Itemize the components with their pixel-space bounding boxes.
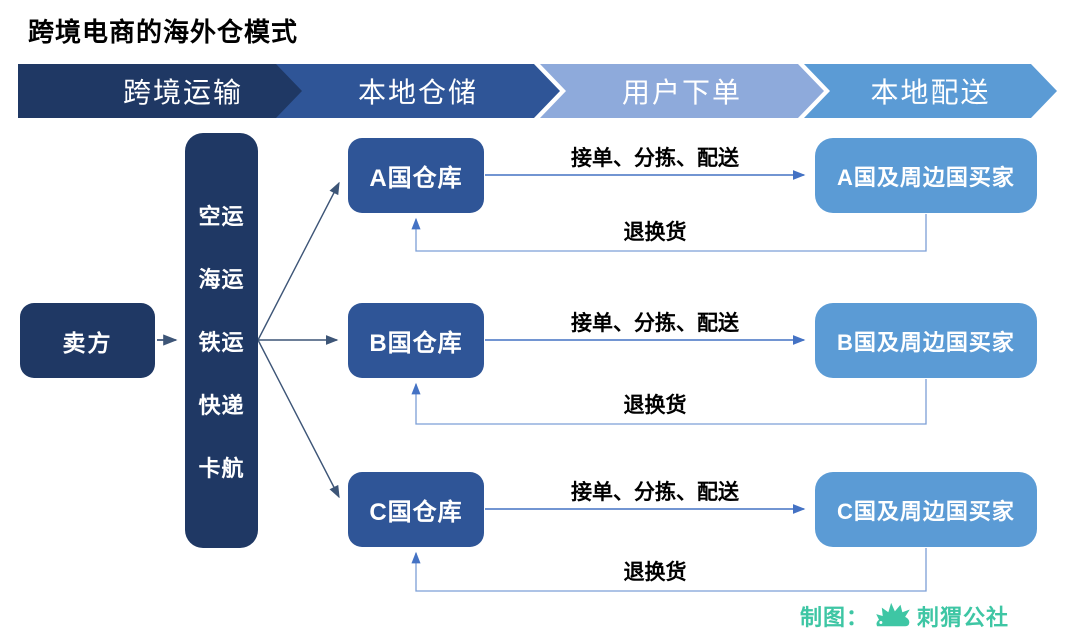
buyer-b-label: B国及周边国买家	[837, 329, 1015, 355]
banner-stage-label: 跨境运输	[122, 77, 243, 108]
page-title: 跨境电商的海外仓模式	[28, 17, 299, 47]
hedgehog-logo-icon	[876, 602, 910, 627]
return-label-b: 退换货	[623, 394, 687, 417]
return-label-c: 退换货	[623, 561, 687, 584]
banner-stage-cross-border-transport: 跨境运输	[18, 64, 322, 118]
warehouse-b-label: B国仓库	[369, 330, 463, 357]
seller-label: 卖方	[62, 329, 113, 356]
warehouse-c-label: C国仓库	[369, 499, 463, 526]
warehouse-a-label: A国仓库	[369, 165, 463, 192]
return-label-a: 退换货	[623, 221, 687, 244]
banner-stage-local-warehousing: 本地仓储	[276, 64, 560, 118]
transport-mode-air: 空运	[198, 203, 245, 229]
warehouse-c-node: C国仓库	[348, 472, 484, 547]
transport-mode-sea: 海运	[198, 266, 245, 292]
transport-modes-node: 空运 海运 铁运 快递 卡航	[185, 133, 258, 548]
banner-stage-label: 用户下单	[621, 77, 742, 108]
footer-credit: 制图： 刺猬公社	[800, 600, 1009, 632]
buyer-a-label: A国及周边国买家	[837, 164, 1015, 190]
banner-stage-user-order: 用户下单	[540, 64, 824, 118]
edge-transport-to-warehouse-c	[257, 339, 340, 499]
banner-stage-label: 本地仓储	[357, 77, 478, 108]
brand-name: 刺猬公社	[917, 605, 1010, 630]
warehouse-b-node: B国仓库	[348, 303, 484, 378]
transport-mode-express: 快递	[198, 392, 245, 418]
transport-mode-rail: 铁运	[198, 329, 245, 355]
forward-label-b: 接单、分拣、配送	[571, 312, 739, 335]
forward-label-a: 接单、分拣、配送	[571, 147, 739, 170]
buyer-c-node: C国及周边国买家	[815, 472, 1037, 547]
transport-mode-trucking: 卡航	[198, 455, 245, 481]
credit-label: 制图：	[800, 605, 870, 630]
banner-stage-label: 本地配送	[870, 77, 991, 108]
buyer-a-node: A国及周边国买家	[815, 138, 1037, 213]
forward-label-c: 接单、分拣、配送	[571, 481, 739, 504]
seller-node: 卖方	[20, 303, 155, 378]
banner-stage-local-delivery: 本地配送	[804, 64, 1057, 118]
edge-transport-to-warehouse-a	[257, 181, 340, 341]
buyer-c-label: C国及周边国买家	[837, 498, 1015, 524]
warehouse-a-node: A国仓库	[348, 138, 484, 213]
buyer-b-node: B国及周边国买家	[815, 303, 1037, 378]
